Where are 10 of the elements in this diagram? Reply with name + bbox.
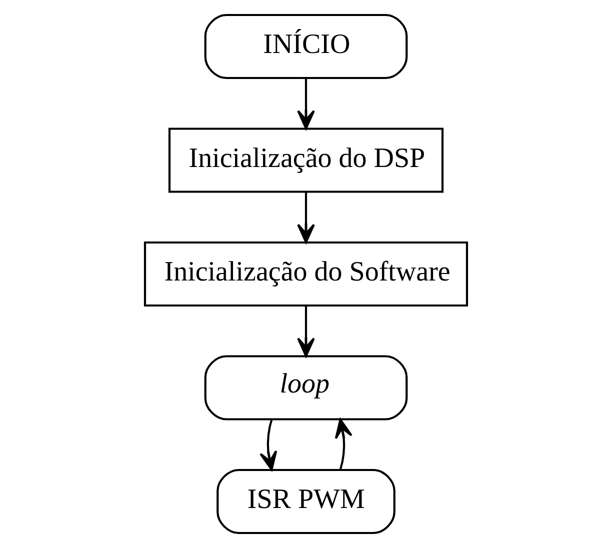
- arrow: [296, 192, 314, 244]
- node-box: loop: [204, 355, 408, 420]
- arrow: [334, 418, 352, 470]
- node-box: ISR PWM: [216, 468, 395, 534]
- node-box: Inicialização do Software: [143, 241, 468, 307]
- node-box: Inicialização do DSP: [168, 128, 444, 193]
- node-box: INÍCIO: [204, 14, 408, 80]
- arrow: [259, 419, 277, 471]
- arrow: [296, 78, 314, 130]
- arrow: [296, 306, 314, 357]
